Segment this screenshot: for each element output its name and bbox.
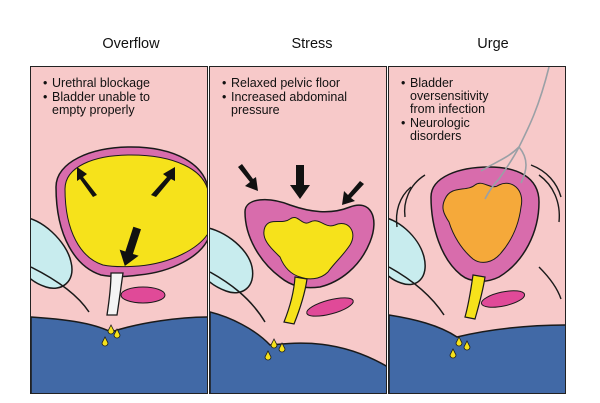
urge-panel: Bladder oversensitivity from infection N… xyxy=(388,66,566,394)
stress-notes: Relaxed pelvic floor Increased abdominal… xyxy=(222,77,371,118)
stress-title: Stress xyxy=(291,36,333,52)
stress-note: Increased abdominal pressure xyxy=(222,91,371,117)
stress-illustration xyxy=(210,67,386,393)
overflow-note: Urethral blockage xyxy=(43,77,172,91)
stress-note: Relaxed pelvic floor xyxy=(222,77,371,91)
pressure-arrows xyxy=(238,164,364,205)
urge-note: Bladder oversensitivity from infection xyxy=(401,77,510,116)
overflow-title: Overflow xyxy=(102,36,160,52)
overflow-note: Bladder unable to empty properly xyxy=(43,91,172,117)
urge-title: Urge xyxy=(477,36,509,52)
urge-note: Neurologic disorders xyxy=(401,117,510,143)
spasm-lines xyxy=(395,164,562,300)
pressure-arrows xyxy=(77,167,175,267)
nerve-lines xyxy=(480,67,550,200)
overflow-illustration xyxy=(31,67,207,393)
overflow-notes: Urethral blockage Bladder unable to empt… xyxy=(43,77,172,118)
stress-panel: Relaxed pelvic floor Increased abdominal… xyxy=(209,66,387,394)
urge-notes: Bladder oversensitivity from infection N… xyxy=(401,77,510,144)
overflow-panel: Urethral blockage Bladder unable to empt… xyxy=(30,66,208,394)
